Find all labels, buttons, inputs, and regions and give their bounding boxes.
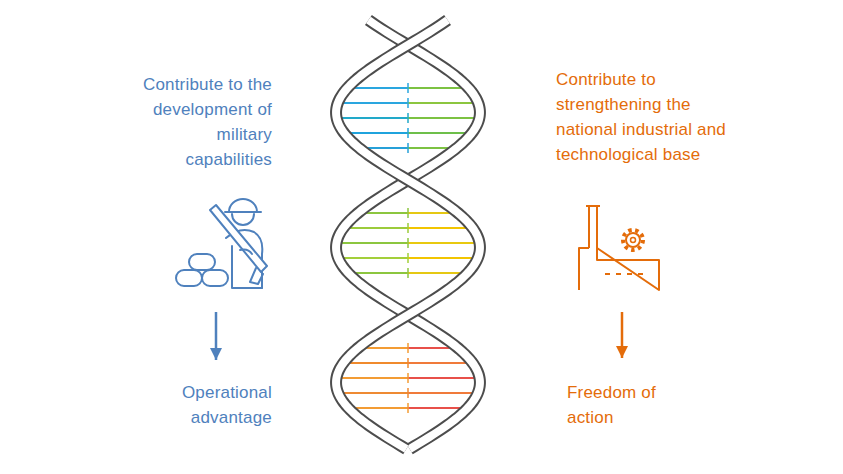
rung-joint — [407, 143, 409, 153]
soldier-rifle — [210, 205, 267, 272]
flow-arrow — [621, 312, 624, 358]
rung-joint — [407, 238, 409, 248]
text-node: Freedom of action — [567, 358, 677, 430]
soldier-icon — [170, 192, 270, 292]
soldier-rifle-stock — [250, 268, 263, 284]
gear-hub — [631, 238, 636, 243]
soldier-helmet — [229, 199, 257, 212]
gear — [626, 233, 640, 247]
factory-building — [579, 248, 659, 290]
rung-joint — [407, 128, 409, 138]
node-text: Freedom of action — [567, 380, 677, 430]
node-text: Contribute to strengthening the national… — [556, 67, 726, 167]
helix-rung — [408, 132, 466, 134]
flow-arrow — [215, 312, 218, 360]
helix-rung — [365, 147, 408, 149]
helix-rung — [349, 362, 408, 364]
helix-rungs — [342, 83, 473, 413]
helix-rung — [349, 227, 408, 229]
rung-joint — [407, 268, 409, 278]
rung-joint — [407, 98, 409, 108]
text-node: Contribute to the development of militar… — [127, 72, 272, 312]
helix-rung — [364, 347, 408, 349]
node-text: Operational advantage — [162, 380, 272, 430]
factory-icon — [575, 200, 675, 300]
helix-rung — [408, 102, 472, 104]
helix-rung — [364, 212, 408, 214]
helix-rung — [408, 87, 463, 89]
factory-chimney — [586, 206, 600, 248]
rung-joint — [407, 253, 409, 263]
helix-strand — [336, 20, 480, 449]
helix-rung — [408, 212, 452, 214]
helix-rung — [408, 377, 474, 379]
helix-rung — [408, 272, 462, 274]
helix-rung — [408, 407, 462, 409]
node-text: Contribute to the development of militar… — [127, 72, 272, 172]
helix-rung — [408, 242, 474, 244]
rung-joint — [407, 403, 409, 413]
rung-joint — [407, 83, 409, 93]
helix-rung — [342, 377, 408, 379]
helix-rung — [344, 257, 408, 259]
rung-joint — [407, 373, 409, 383]
text-node: Contribute to strengthening the national… — [556, 67, 726, 312]
sandbag — [189, 254, 215, 270]
rung-joint — [407, 343, 409, 353]
factory-windows — [605, 273, 645, 275]
gear-teeth — [623, 230, 643, 250]
sandbag — [202, 270, 228, 286]
helix-rung — [354, 272, 408, 274]
helix-rung — [408, 227, 467, 229]
soldier-face — [232, 214, 254, 225]
rung-joint — [407, 223, 409, 233]
helix-rung — [408, 147, 451, 149]
helix-rung — [408, 362, 467, 364]
helix-rung — [408, 392, 472, 394]
helix-rung — [350, 132, 408, 134]
helix-rung — [408, 257, 472, 259]
helix-rung — [354, 407, 408, 409]
helix-strand-outline — [336, 20, 480, 449]
text-node: Operational advantage — [162, 360, 272, 430]
rung-joint — [407, 358, 409, 368]
helix-rung — [408, 117, 473, 119]
rung-joint — [407, 208, 409, 218]
helix-rung — [343, 117, 408, 119]
helix-rung — [353, 87, 408, 89]
sandbag — [176, 270, 202, 286]
helix-strand — [336, 20, 480, 449]
helix-rung — [344, 102, 408, 104]
rung-joint — [407, 388, 409, 398]
helix-strand-outline — [336, 20, 480, 449]
helix-rung — [344, 392, 408, 394]
soldier-arm — [240, 250, 252, 255]
rung-joint — [407, 113, 409, 123]
helix-rung — [408, 347, 452, 349]
helix-rung — [342, 242, 408, 244]
soldier-helmet-brim — [225, 211, 261, 213]
